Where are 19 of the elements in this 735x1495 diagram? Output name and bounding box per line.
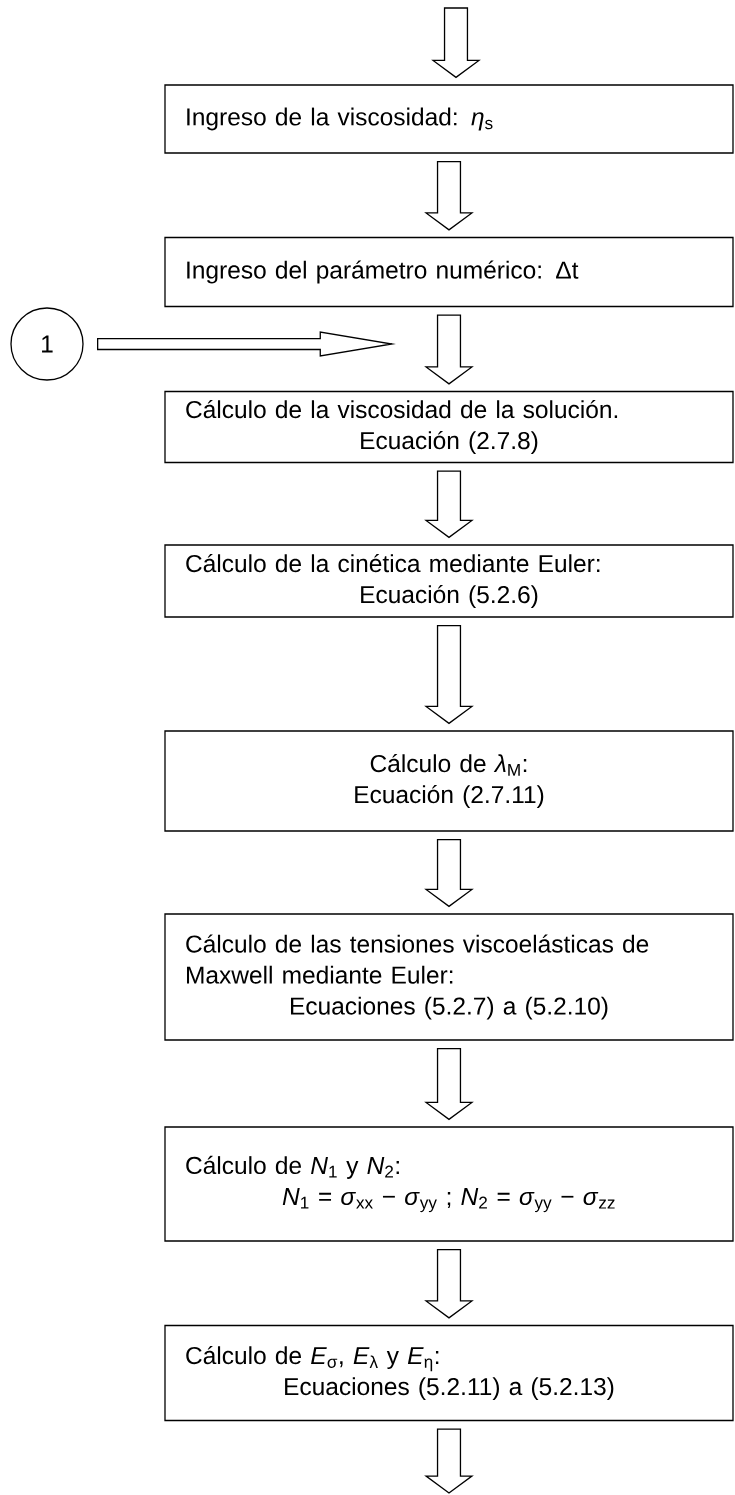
block-arrow	[424, 1249, 474, 1319]
block-arrow	[97, 331, 396, 357]
process-box: Ingreso del parámetro numérico: Δt	[164, 236, 734, 308]
block-arrow	[424, 470, 474, 539]
process-box: Cálculo de la cinética mediante Euler: Ecuación (5.2.6)	[164, 544, 734, 618]
block-arrow	[424, 161, 474, 231]
block-arrow	[424, 314, 474, 385]
process-box: Cálculo de E$_{σ}$, E$_{λ}$ y E$_{η}$: Ecuaciones (5.2.11) a (5.2.13)	[164, 1324, 734, 1422]
block-arrow	[424, 1428, 474, 1494]
block-arrow	[424, 1048, 474, 1121]
process-box: Cálculo de N$_{1}$ y N$_{2}$: N$_{1}$ = σ$_{xx}$ − σ$_{yy}$ ; N$_{2}$ = σ$_{yy}$ − σ$_{zz}$	[164, 1126, 734, 1242]
block-arrow	[424, 625, 474, 725]
process-box: Cálculo de las tensiones viscoelásticas de Maxwell mediante Euler: Ecuaciones (5.2.7) a (5.2.10)	[164, 913, 734, 1041]
circle-connector: 1	[10, 307, 84, 381]
process-box: Cálculo de la viscosidad de la solución. Ecuación (2.7.8)	[164, 390, 734, 464]
process-box: Cálculo de λ$_{M}$: Ecuación (2.7.11)	[164, 730, 734, 832]
block-arrow	[424, 839, 474, 908]
block-arrow	[431, 7, 481, 79]
process-box: Ingreso de la viscosidad: η$_{s}$	[164, 84, 734, 154]
